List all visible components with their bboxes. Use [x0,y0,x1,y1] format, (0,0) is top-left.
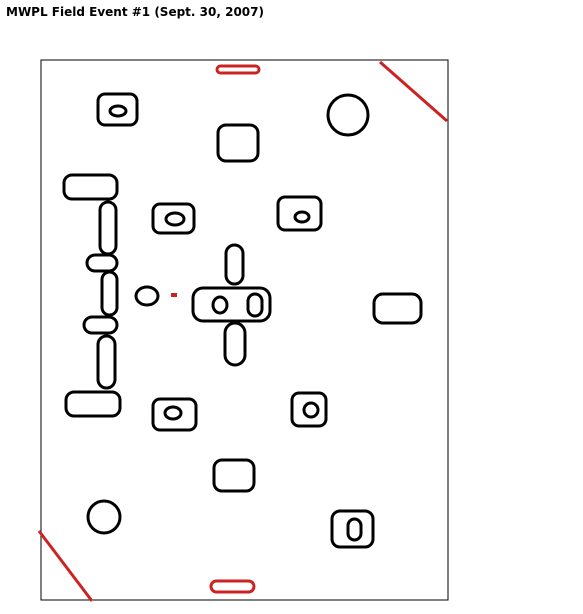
bottom-left-corner-line [37,530,94,602]
bunker-block-bottom-center [212,458,256,493]
bunker-right-mid [372,292,423,325]
bunker-upper-right-mid [276,195,323,232]
bunker-small-left-center [134,285,160,307]
bunker-upper-left-mid [151,202,196,235]
top-right-corner-line [379,60,448,123]
bunker-circle-bottom-left [86,499,122,535]
top-start-bunker [215,64,261,75]
bottom-start-bunker [209,579,256,594]
bunker-block-top-center [216,123,260,163]
bunker-top-left [96,92,139,127]
bunker-circle-top-right [326,93,370,137]
center-cross [191,243,272,367]
bunker-bottom-right [330,509,375,549]
center-dot [171,293,177,297]
bunker-lower-left-mid [151,397,198,432]
field-boundary [40,59,449,601]
left-snake-wall [62,173,122,418]
page-title: MWPL Field Event #1 (Sept. 30, 2007) [6,5,264,19]
bunker-lower-right-mid [290,391,328,428]
